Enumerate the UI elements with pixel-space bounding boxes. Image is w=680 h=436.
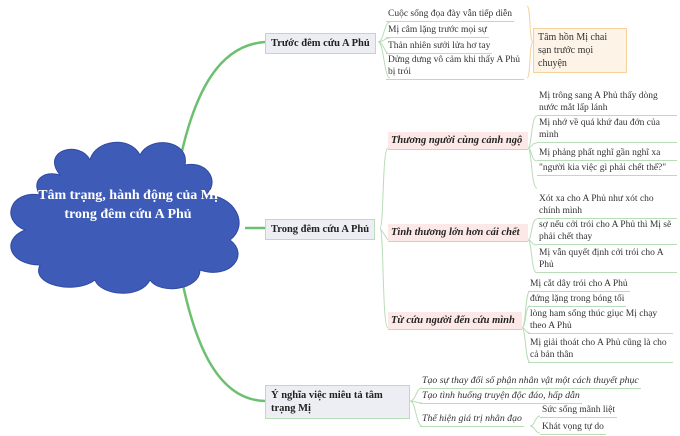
- branch-meaning[interactable]: Ý nghĩa việc miêu tả tâm trạng Mị: [265, 385, 410, 419]
- branch-connector-1: [178, 40, 266, 161]
- sub-topic-sympathy[interactable]: Thương người cùng cảnh ngộ: [388, 132, 528, 150]
- list-item[interactable]: Xót xa cho A Phủ như xót cho chính mình: [537, 193, 677, 219]
- list-item[interactable]: Mị vẫn quyết định cởi trói cho A Phủ: [537, 247, 677, 273]
- list-item[interactable]: Mị câm lặng trước mọi sự: [386, 24, 489, 38]
- sub-topic-love-over-death[interactable]: Tình thương lớn hơn cái chết: [388, 224, 528, 242]
- list-item[interactable]: lòng ham sống thúc giục Mị chạy theo A P…: [528, 308, 673, 334]
- list-item[interactable]: Mị trông sang A Phủ thấy dòng nước mắt l…: [537, 90, 677, 116]
- list-item[interactable]: Tạo sự thay đổi số phận nhân vật một các…: [420, 375, 641, 389]
- list-item[interactable]: Dửng dưng vô cảm khi thấy A Phủ bị trói: [386, 54, 524, 80]
- sub-topic-save-self[interactable]: Từ cứu người đến cứu mình: [388, 312, 522, 330]
- list-item[interactable]: Thể hiện giá trị nhân đạo: [420, 413, 524, 427]
- cloud-shape: [10, 141, 240, 294]
- branch-during-rescue[interactable]: Trong đêm cứu A Phủ: [265, 219, 376, 240]
- list-item[interactable]: Mị phảng phất nghĩ gần nghĩ xa: [537, 147, 677, 161]
- list-item[interactable]: đứng lặng trong bóng tối: [528, 293, 627, 307]
- list-item[interactable]: Mị nhớ về quá khứ đau đớn của mình: [537, 117, 677, 143]
- branch-connector-3: [178, 269, 266, 403]
- branch-before-rescue[interactable]: Trước đêm cứu A Phủ: [265, 33, 376, 54]
- list-item[interactable]: Mị giải thoát cho A Phủ cũng là cho cả b…: [528, 337, 673, 363]
- list-item[interactable]: Cuộc sống đọa đày vẫn tiếp diễn: [386, 8, 515, 22]
- list-item[interactable]: Tạo tình huống truyện độc đáo, hấp dẫn: [420, 390, 582, 404]
- list-item[interactable]: Khát vọng tự do: [540, 421, 606, 435]
- list-item[interactable]: Sức sống mãnh liệt: [540, 404, 617, 418]
- list-item[interactable]: Thản nhiên sưởi lửa hơ tay: [386, 40, 493, 54]
- list-item[interactable]: "người kia việc gì phải chết thế?": [537, 162, 677, 176]
- central-topic[interactable]: Tâm trạng, hành động của Mị trong đêm cứ…: [38, 188, 218, 222]
- list-item[interactable]: Mị cắt dây trói cho A Phủ: [528, 278, 630, 292]
- list-item[interactable]: sợ nếu cởi trói cho A Phủ thì Mị sẽ phải…: [537, 219, 677, 245]
- summary-note[interactable]: Tâm hồn Mị chai sạn trước mọi chuyện: [533, 28, 627, 73]
